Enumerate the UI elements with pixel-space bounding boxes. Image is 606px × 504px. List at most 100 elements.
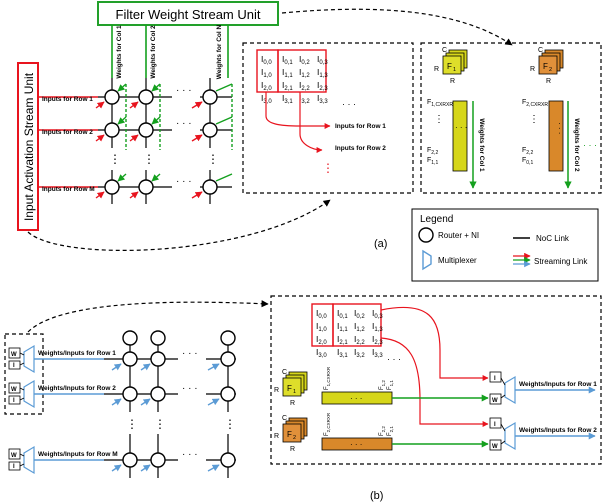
mesh-vdots: ⋮ [207, 152, 219, 166]
filter-to-inset-arrow [281, 8, 513, 46]
legend-mux: Multiplexer [438, 256, 477, 265]
out-row1-label: Weights/Inputs for Row 1 [519, 381, 597, 388]
svg-text:I0,0: I0,0 [316, 308, 327, 320]
filter-unit-label: Filter Weight Stream Unit [116, 7, 261, 22]
input-feed-lines [38, 96, 98, 188]
mux-right-row1: I W [489, 371, 516, 405]
svg-text:I: I [13, 398, 15, 404]
inset-vdots: ⋮ [322, 161, 334, 175]
svg-text:· · ·: · · · [583, 140, 597, 150]
filter-weight-stream-unit: Filter Weight Stream Unit [97, 1, 279, 26]
svg-text:I1,0: I1,0 [316, 321, 327, 333]
svg-text:F2,CXRXR: F2,CXRXR [522, 99, 548, 108]
col1-weight-label: Weights for Col 1 [116, 25, 123, 79]
router [150, 351, 166, 367]
routers-b [122, 330, 236, 468]
inset-row2-label: Inputs for Row 2 [335, 145, 386, 152]
router-icon [418, 227, 434, 243]
svg-text:I1,3: I1,3 [372, 321, 383, 333]
router [202, 179, 218, 195]
svg-text:I3,2: I3,2 [299, 93, 310, 105]
svg-text:I0,3: I0,3 [372, 308, 383, 320]
svg-text:I3,1: I3,1 [337, 347, 348, 359]
svg-text:I: I [13, 464, 15, 470]
caption-a: (a) [374, 238, 387, 250]
svg-text:F1,1: F1,1 [427, 157, 438, 166]
svg-text:I2,2: I2,2 [354, 334, 365, 346]
diagram-a: Filter Weight Stream Unit Input Activati… [17, 1, 602, 251]
router [150, 386, 166, 402]
router [104, 179, 120, 195]
streaming-links-a [95, 83, 233, 199]
legend-title: Legend [420, 214, 453, 225]
svg-text:F1,2: F1,2 [379, 380, 386, 390]
input-matrix-b: I0,0 I0,1 I0,2 I0,3 I1,0 I1,1 I1,2 I1,3 … [316, 308, 383, 359]
svg-text:I0,1: I0,1 [282, 54, 293, 66]
svg-text:F2,2: F2,2 [522, 147, 533, 156]
legend-noc: NoC Link [536, 234, 570, 243]
svg-text:F: F [287, 430, 292, 439]
svg-text:F1,CXRXR: F1,CXRXR [427, 99, 453, 108]
mux-row2: W I [8, 379, 35, 409]
svg-text:R: R [274, 387, 279, 394]
inset-row2-arrow [299, 92, 323, 153]
router [138, 89, 154, 105]
svg-text:W: W [11, 453, 17, 459]
row2-input-label: Inputs for Row 2 [42, 129, 93, 136]
b-row2-label: Weights/Inputs for Row 2 [38, 385, 116, 392]
svg-text:I2,3: I2,3 [372, 334, 383, 346]
filter2-cube: F 2 C R R [530, 47, 564, 85]
caption-b: (b) [370, 490, 383, 502]
svg-text:C: C [282, 415, 287, 422]
input-unit-label: Input Activation Stream Unit [22, 72, 36, 221]
svg-text:I0,0: I0,0 [261, 54, 272, 66]
svg-text:F: F [543, 62, 548, 71]
router [104, 122, 120, 138]
router [220, 351, 236, 367]
multiplexer-icon [422, 249, 432, 271]
svg-text:W: W [11, 387, 17, 393]
svg-text:I1,2: I1,2 [299, 67, 310, 79]
legend-router: Router + NI [438, 231, 479, 240]
router [150, 330, 166, 346]
inset-row1-arrow [265, 92, 331, 129]
mesh-vdots: ⋮ [126, 417, 138, 431]
svg-text:· · ·: · · · [350, 440, 362, 449]
svg-text:F2,2: F2,2 [427, 147, 438, 156]
mesh-ellipsis: · · · [176, 176, 192, 187]
b-row1-label: Weights/Inputs for Row 1 [38, 350, 116, 357]
svg-text:R: R [450, 78, 455, 85]
svg-text:· · ·: · · · [455, 123, 467, 132]
svg-text:2: 2 [293, 435, 296, 441]
router [202, 89, 218, 105]
svg-text:R: R [290, 446, 295, 453]
svg-text:F2,CXRXR: F2,CXRXR [324, 412, 331, 436]
svg-text:I2,0: I2,0 [316, 334, 327, 346]
wcol2-label: Weights for Col 2 [573, 118, 580, 172]
col2-weight-label: Weights for Col 2 [150, 25, 157, 79]
svg-text:I1,2: I1,2 [354, 321, 365, 333]
blue-feed-lines [34, 358, 104, 461]
svg-text:⋮: ⋮ [529, 114, 539, 125]
mesh-ellipsis: · · · [176, 118, 192, 129]
input-activation-stream-unit: Input Activation Stream Unit [17, 62, 39, 231]
router [138, 179, 154, 195]
mesh-vdots: ⋮ [143, 152, 155, 166]
diagram-b: W I W I W I [4, 295, 602, 502]
svg-text:F0,1: F0,1 [522, 157, 533, 166]
svg-text:1: 1 [293, 389, 296, 395]
mux-group-box [4, 333, 44, 415]
input-matrix: I0,0 I0,1 I0,2 I0,3 I1,0 I1,1 I1,2 I1,3 … [261, 54, 328, 105]
svg-text:I2,3: I2,3 [317, 80, 328, 92]
router [220, 330, 236, 346]
filters-inset: F 1 C R R F 2 C R R · · · F1,CXRXR F2,2 … [420, 42, 602, 194]
mux-to-inset-arrow [27, 300, 269, 333]
svg-text:F1,CXRXR: F1,CXRXR [324, 366, 331, 390]
svg-text:R: R [434, 66, 439, 73]
svg-text:I1,3: I1,3 [317, 67, 328, 79]
streaming-links-b [111, 363, 220, 472]
matrix-ellipsis: · · · [342, 99, 356, 109]
svg-text:C: C [538, 47, 543, 54]
svg-text:· · ·: · · · [387, 354, 401, 364]
